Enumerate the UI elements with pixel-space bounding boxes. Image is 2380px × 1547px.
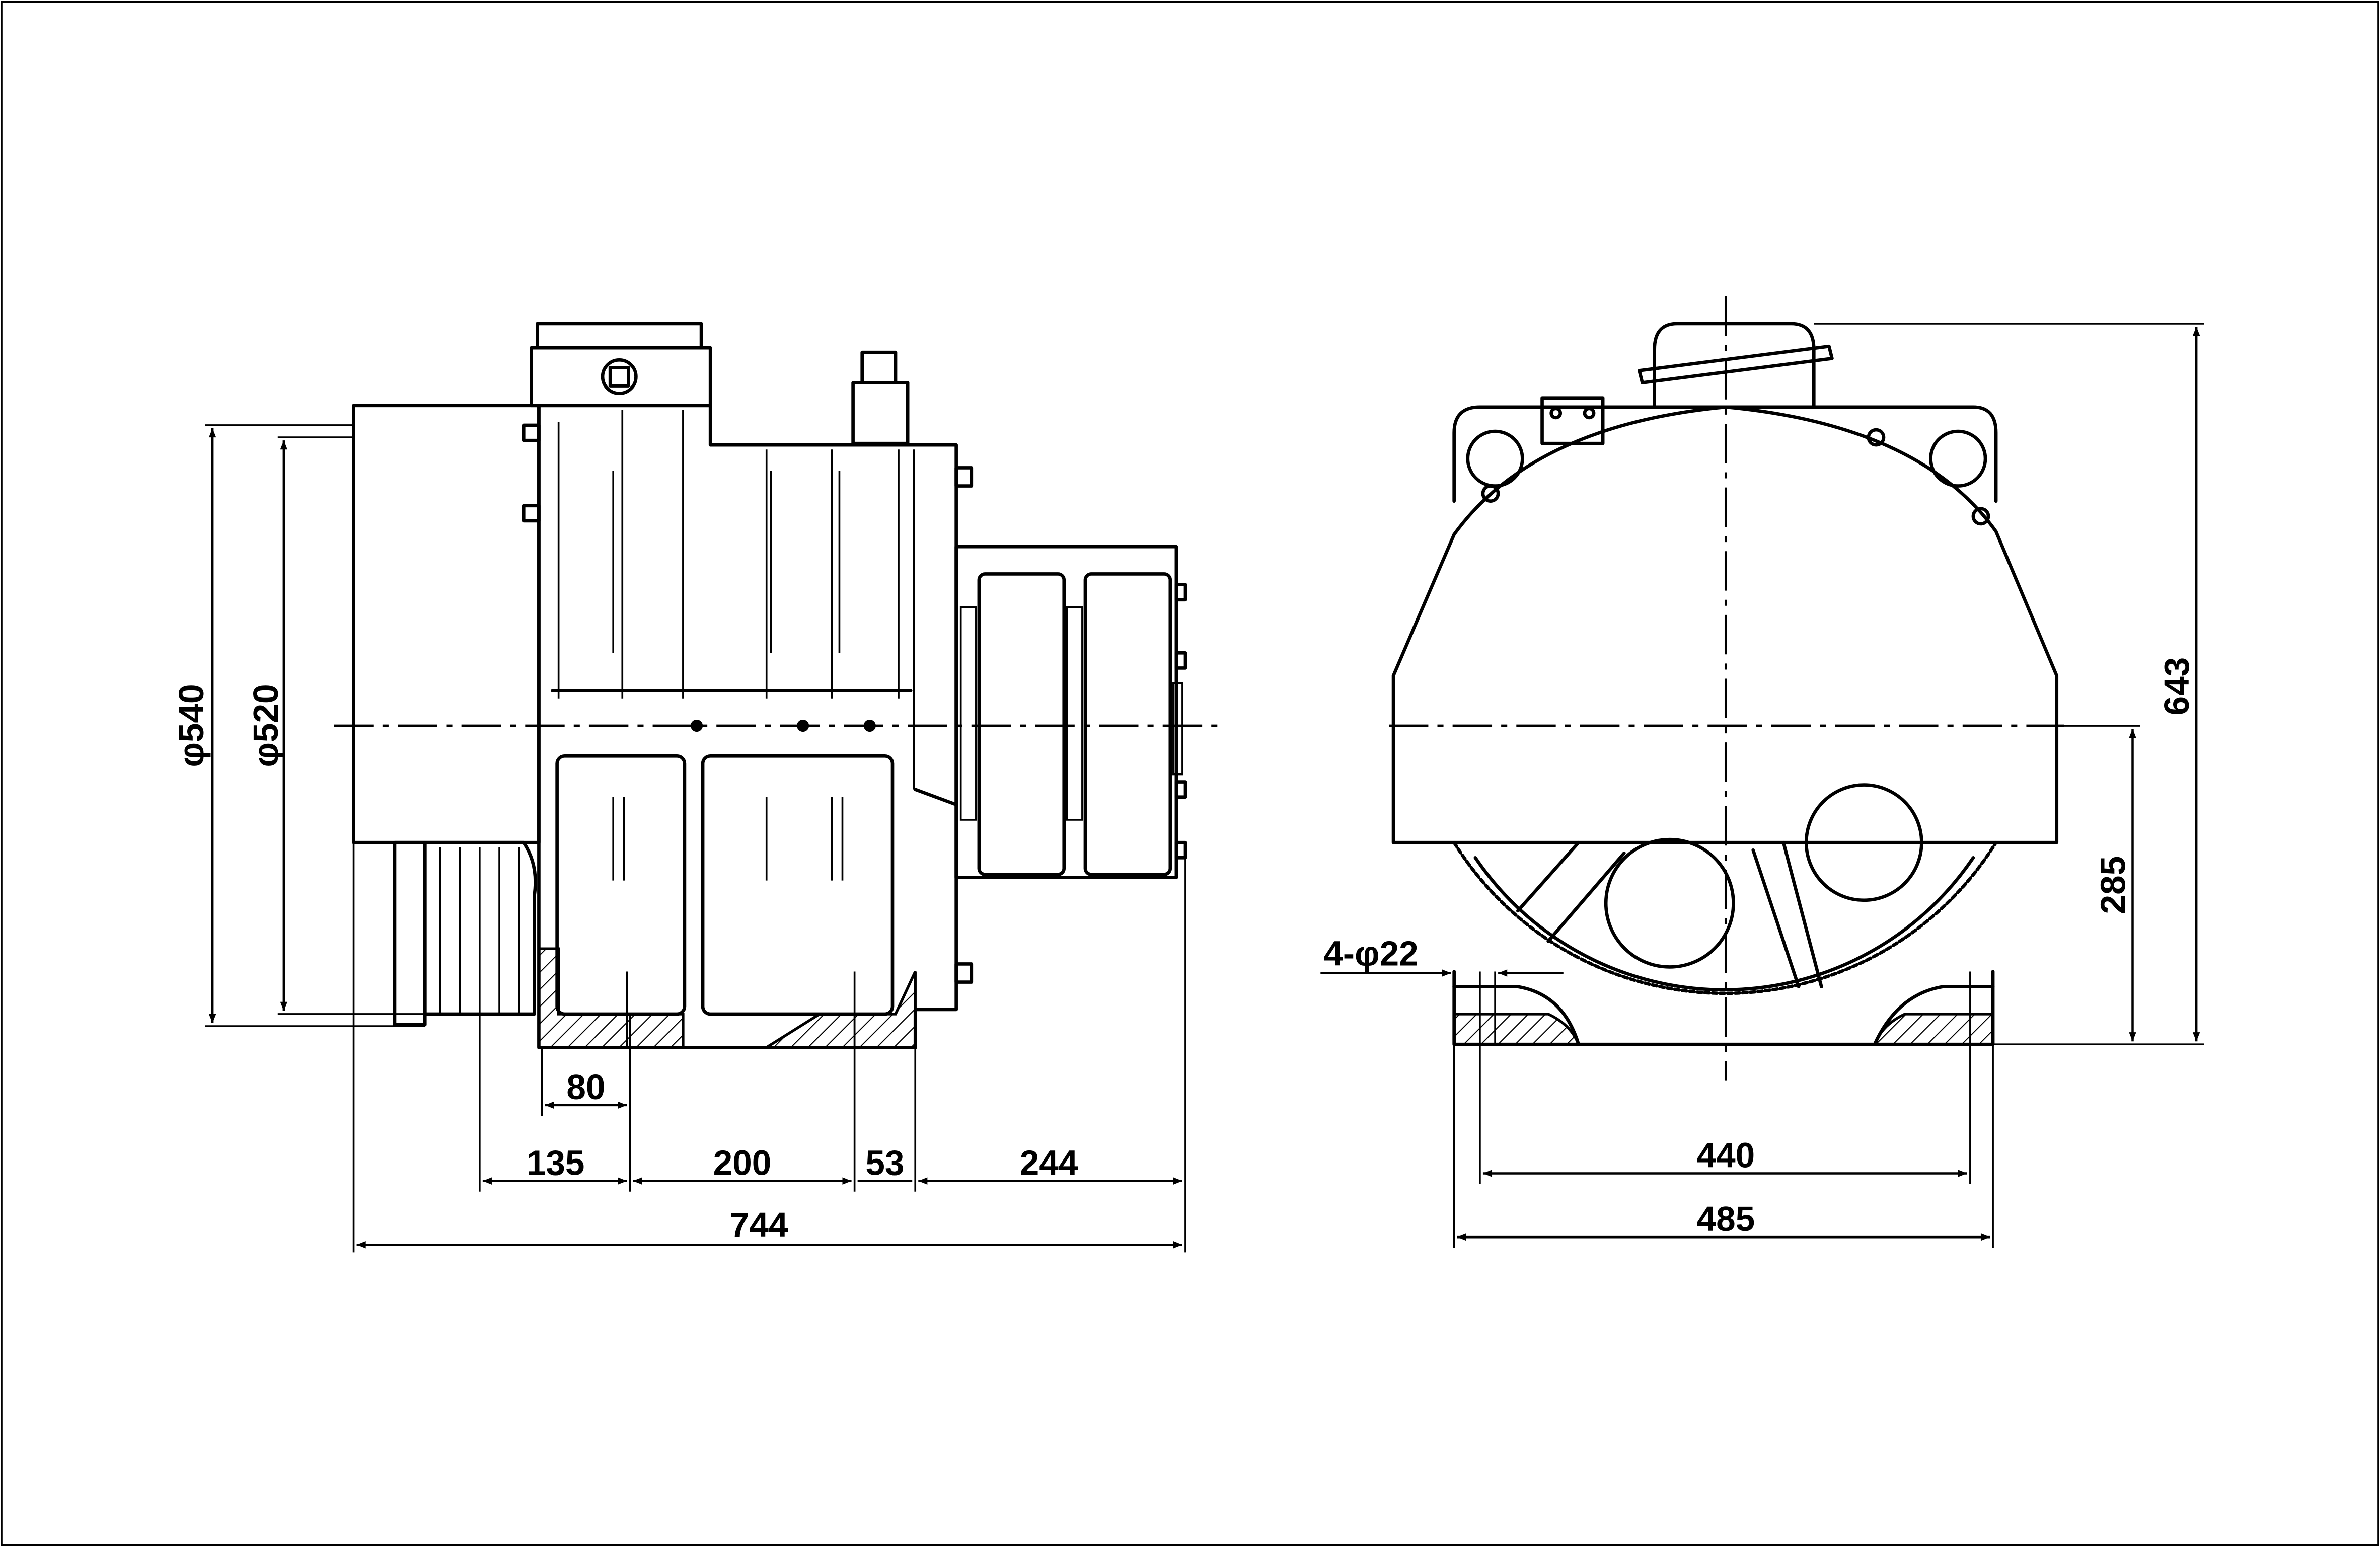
- dim-seg-1: 135: [527, 1143, 585, 1183]
- motor-housing: [522, 404, 974, 1049]
- motor-cover: [1391, 405, 2059, 844]
- base: [1452, 970, 1995, 1046]
- encoder-post: [851, 350, 910, 445]
- terminal-studs: [1540, 396, 1605, 445]
- dim-base-foot: 80: [566, 1067, 605, 1107]
- front-view: 4-φ22 440 485 285 643: [1320, 296, 2204, 1248]
- dim-base-width: 485: [1697, 1199, 1755, 1239]
- terminal-box: [1638, 322, 1834, 409]
- brake-drum: [352, 404, 541, 844]
- side-dimensions: φ540 φ520 80 135 200 53 244 744: [172, 424, 1186, 1253]
- dim-center-height: 285: [2093, 856, 2132, 914]
- dim-seg-2: 200: [713, 1143, 772, 1183]
- dim-inner-diameter: φ520: [246, 684, 285, 767]
- brake-assembly: [954, 545, 1187, 879]
- dim-overall-height: 643: [2157, 657, 2196, 716]
- front-dimensions: 4-φ22 440 485 285 643: [1320, 323, 2204, 1248]
- dim-overall-length: 744: [730, 1205, 788, 1245]
- dim-outer-diameter: φ540: [172, 684, 211, 767]
- side-view: φ540 φ520 80 135 200 53 244 744: [172, 322, 1227, 1253]
- junction-box: [530, 322, 712, 408]
- dim-seg-3: 53: [865, 1143, 904, 1183]
- dim-hole-spacing: 440: [1697, 1135, 1755, 1175]
- dim-seg-4: 244: [1020, 1143, 1078, 1183]
- dim-mounting-holes: 4-φ22: [1323, 934, 1418, 973]
- gear-wheel: [1452, 783, 1998, 995]
- traction-sheave: [393, 840, 537, 1027]
